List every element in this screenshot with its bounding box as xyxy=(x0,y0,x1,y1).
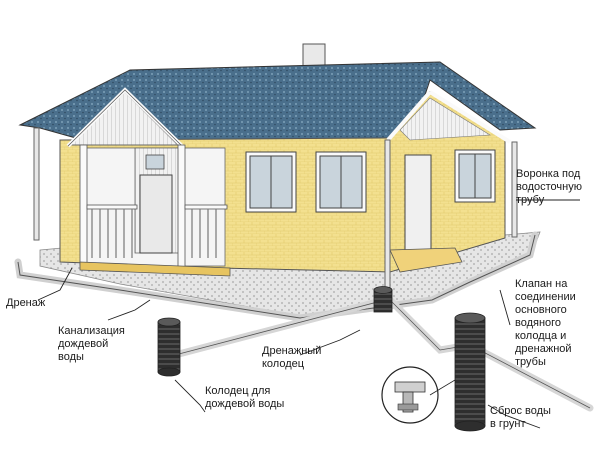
side-door xyxy=(389,154,463,273)
label-rain-well: Колодец для дождевой воды xyxy=(205,385,285,410)
label-drainage: Дренаж xyxy=(6,297,46,309)
porch xyxy=(66,87,231,277)
label-discharge: Сброс воды в грунт xyxy=(490,405,551,430)
rain-sewer-pipe xyxy=(171,296,389,359)
label-funnel: Воронка под водосточную трубу xyxy=(516,168,582,206)
label-valve: Клапан на соединении основного водяного … xyxy=(515,278,576,368)
windows xyxy=(245,149,496,213)
drainage-pipe xyxy=(14,231,539,322)
drain-well xyxy=(454,312,486,432)
connection-well xyxy=(373,286,393,313)
valve-detail xyxy=(381,366,456,424)
label-rain-sewer: Канализация дождевой воды xyxy=(58,325,125,363)
label-drain-well: Дренажный колодец xyxy=(262,345,322,370)
downspouts xyxy=(33,127,518,291)
rain-water-well xyxy=(157,317,181,377)
callout-lines xyxy=(37,199,580,429)
